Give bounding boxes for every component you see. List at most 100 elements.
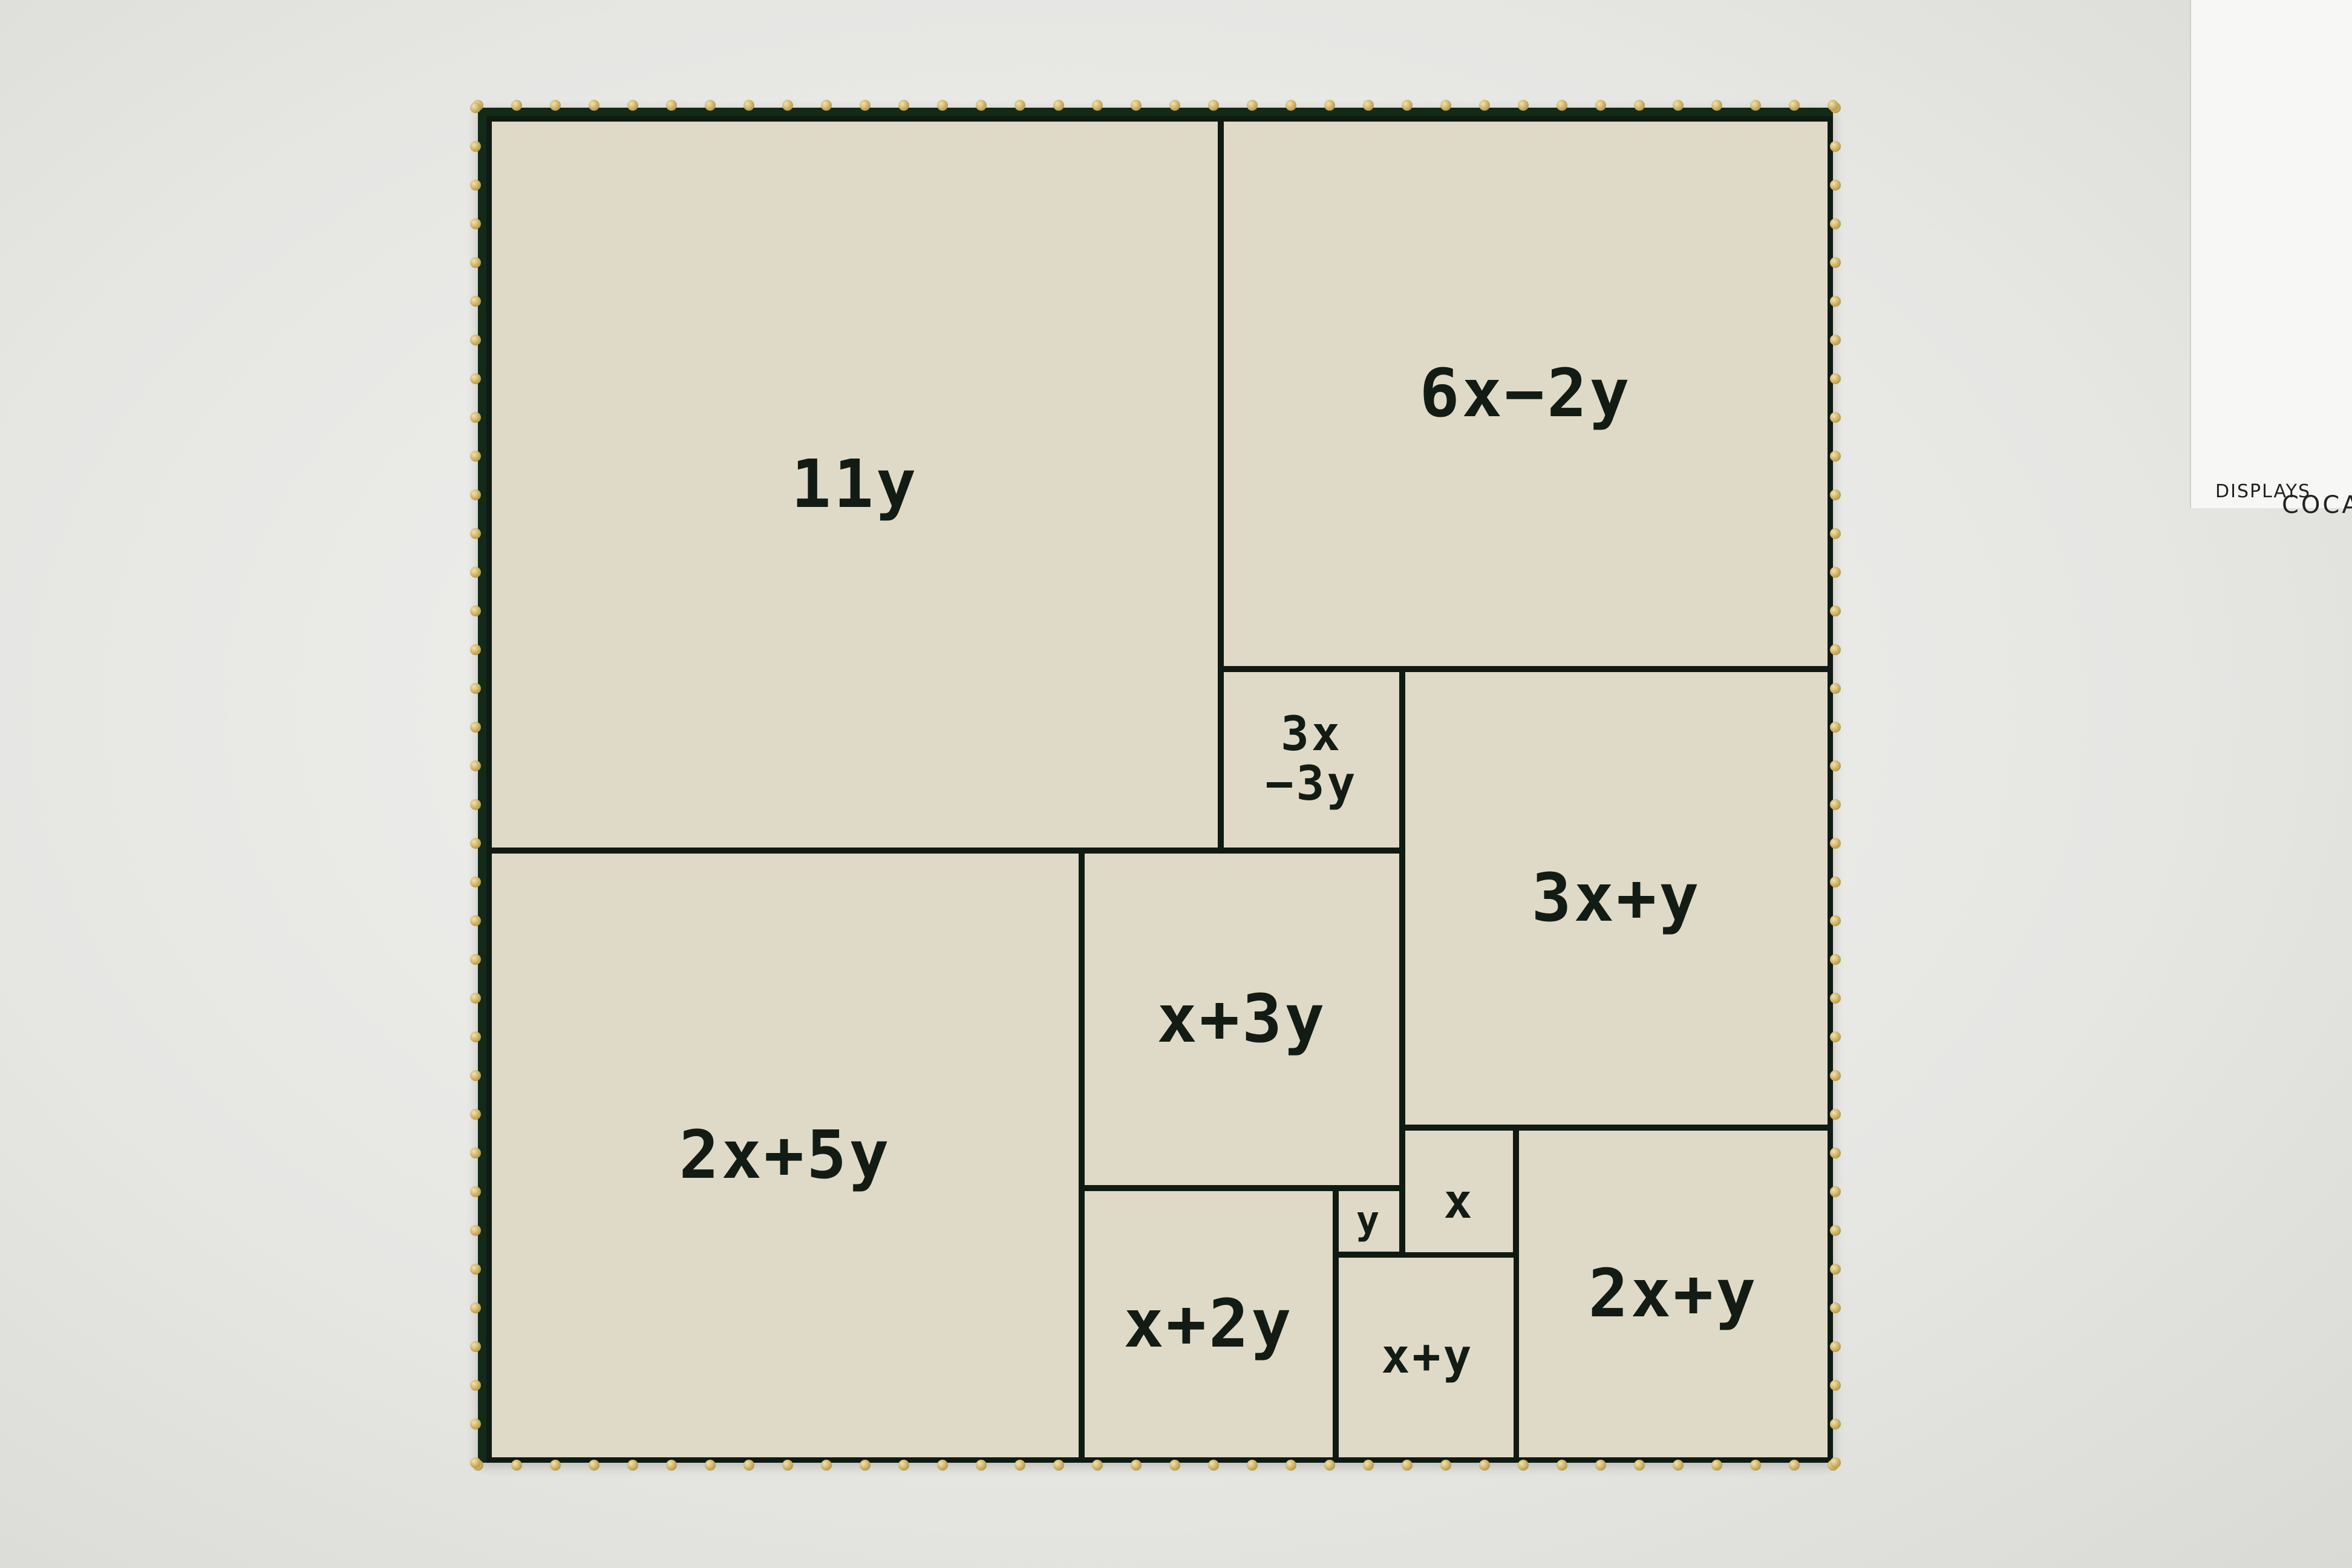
brass-stud xyxy=(470,1457,481,1468)
knitted-square-dissection: 11y 6x−2y 3x −3y 3x+y 2x+5y x+3y x y x+2… xyxy=(478,108,1833,1463)
brass-stud xyxy=(470,567,481,578)
brass-stud xyxy=(470,644,481,655)
brass-stud xyxy=(470,1341,481,1352)
wall-poster: DISPLAYS COCA xyxy=(2190,0,2352,508)
brass-stud xyxy=(1830,489,1841,500)
tile-3x-3y: 3x −3y xyxy=(1218,667,1405,853)
brass-stud xyxy=(1673,100,1684,111)
brass-stud xyxy=(1830,915,1841,926)
brass-stud xyxy=(1634,1460,1645,1471)
brass-stud xyxy=(1247,100,1258,111)
tile-3x+y: 3x+y xyxy=(1400,667,1833,1130)
brass-stud xyxy=(470,1225,481,1236)
tile-label: 6x−2y xyxy=(1419,359,1632,429)
brass-stud xyxy=(1830,606,1841,616)
brass-stud xyxy=(705,1460,716,1471)
brass-stud xyxy=(1595,1460,1606,1471)
brass-stud xyxy=(1830,1302,1841,1313)
brass-stud xyxy=(1830,644,1841,655)
brass-stud xyxy=(470,141,481,152)
brass-stud xyxy=(470,1148,481,1158)
brass-stud xyxy=(1557,100,1567,111)
brass-stud xyxy=(589,1460,599,1471)
brass-stud xyxy=(1830,799,1841,810)
brass-stud xyxy=(1634,100,1645,111)
brass-stud xyxy=(1830,993,1841,1004)
brass-stud xyxy=(1440,1460,1451,1471)
brass-stud xyxy=(1402,100,1413,111)
tile-label: x+3y xyxy=(1157,984,1327,1054)
brass-stud xyxy=(976,1460,987,1471)
brass-stud xyxy=(782,100,793,111)
brass-stud xyxy=(470,1031,481,1042)
brass-stud xyxy=(470,877,481,887)
brass-stud xyxy=(1830,1186,1841,1197)
brass-stud xyxy=(1208,1460,1219,1471)
brass-stud xyxy=(1830,1148,1841,1158)
brass-stud xyxy=(470,1070,481,1081)
brass-stud xyxy=(1750,100,1761,111)
brass-stud xyxy=(1830,335,1841,345)
brass-stud xyxy=(1789,1460,1800,1471)
brass-stud xyxy=(1673,1460,1684,1471)
brass-stud xyxy=(470,1109,481,1120)
brass-stud xyxy=(1830,1070,1841,1081)
brass-stud xyxy=(470,1302,481,1313)
tile-2x+y: 2x+y xyxy=(1514,1125,1833,1463)
brass-stud xyxy=(470,296,481,307)
tile-6x-2y: 6x−2y xyxy=(1218,116,1833,671)
brass-stud xyxy=(860,1460,871,1471)
brass-stud xyxy=(1830,257,1841,268)
brass-stud xyxy=(666,1460,677,1471)
brass-stud xyxy=(1363,1460,1374,1471)
brass-stud xyxy=(1363,100,1374,111)
brass-stud xyxy=(470,373,481,384)
brass-stud xyxy=(1092,100,1103,111)
brass-stud xyxy=(1830,1341,1841,1352)
brass-stud xyxy=(1830,528,1841,539)
brass-stud xyxy=(1595,100,1606,111)
brass-stud xyxy=(1830,1109,1841,1120)
brass-stud xyxy=(743,1460,754,1471)
brass-stud xyxy=(1518,100,1529,111)
brass-stud xyxy=(1830,722,1841,733)
brass-stud xyxy=(1830,838,1841,849)
brass-stud xyxy=(470,257,481,268)
brass-stud xyxy=(1440,100,1451,111)
brass-stud xyxy=(1830,760,1841,771)
brass-stud xyxy=(1830,1225,1841,1236)
brass-stud xyxy=(1830,412,1841,423)
brass-stud xyxy=(470,606,481,616)
brass-stud xyxy=(470,335,481,345)
brass-stud xyxy=(937,100,948,111)
brass-stud xyxy=(1131,1460,1142,1471)
brass-stud xyxy=(470,180,481,191)
brass-stud xyxy=(976,100,987,111)
brass-stud xyxy=(1131,100,1142,111)
brass-stud xyxy=(1053,1460,1064,1471)
tile-label: 3x −3y xyxy=(1266,710,1358,809)
brass-stud xyxy=(1830,877,1841,887)
brass-stud xyxy=(1830,1264,1841,1275)
tile-x+y: x+y xyxy=(1333,1252,1522,1463)
poster-logo-text-2: COCA xyxy=(2282,491,2352,519)
brass-stud xyxy=(821,1460,832,1471)
tile-y: y xyxy=(1333,1186,1405,1257)
brass-stud xyxy=(1092,1460,1103,1471)
brass-stud xyxy=(1285,100,1296,111)
brass-stud xyxy=(511,1460,522,1471)
brass-stud xyxy=(666,100,677,111)
brass-stud xyxy=(470,1419,481,1429)
brass-stud xyxy=(1750,1460,1761,1471)
brass-stud xyxy=(470,760,481,771)
tile-2x+5y: 2x+5y xyxy=(486,848,1084,1463)
brass-stud xyxy=(1014,100,1025,111)
brass-stud xyxy=(470,954,481,965)
brass-stud xyxy=(1479,100,1490,111)
brass-stud xyxy=(898,100,909,111)
brass-stud xyxy=(550,1460,561,1471)
brass-stud xyxy=(782,1460,793,1471)
brass-stud xyxy=(470,722,481,733)
brass-stud xyxy=(470,915,481,926)
tile-x+2y: x+2y xyxy=(1079,1186,1338,1463)
